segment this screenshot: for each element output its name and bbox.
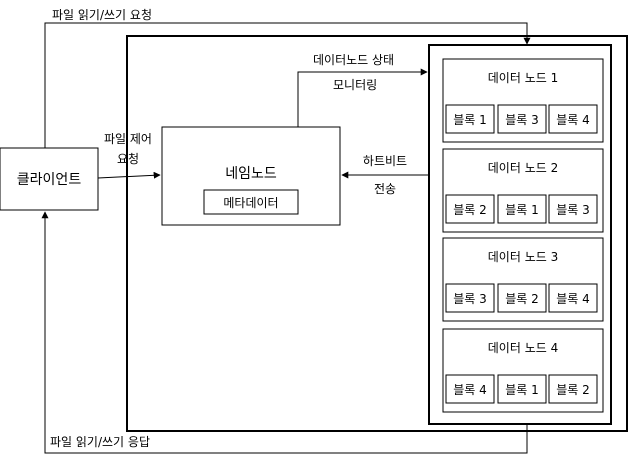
datanode-3-title: 데이터 노드 3 bbox=[488, 250, 558, 264]
datanode-4-block-1-box bbox=[445, 374, 495, 404]
datanode-4-title: 데이터 노드 4 bbox=[488, 341, 558, 355]
client-label: 클라이언트 bbox=[17, 172, 82, 188]
datanode-1-title: 데이터 노드 1 bbox=[488, 71, 558, 85]
datanode-4-block-3-label: 블록 2 bbox=[556, 383, 590, 397]
heartbeat-label-1: 하트비트 bbox=[363, 154, 407, 168]
rw-response-label: 파일 읽기/쓰기 응답 bbox=[50, 435, 150, 449]
datanode-1-block-3-label: 블록 4 bbox=[556, 113, 590, 127]
datanode-3-block-1-label: 블록 3 bbox=[453, 292, 487, 306]
datanode-4-block-1-label: 블록 4 bbox=[453, 383, 487, 397]
rw-request-line bbox=[44, 22, 531, 148]
control-request-line bbox=[97, 171, 161, 179]
datanode-3-block-3-box bbox=[548, 283, 598, 313]
datanode-1-block-2-label: 블록 3 bbox=[505, 113, 539, 127]
metadata-label: 메타데이터 bbox=[223, 196, 278, 210]
rw-request-label: 파일 읽기/쓰기 요청 bbox=[52, 8, 152, 22]
datanode-3-block-1-box bbox=[445, 283, 495, 313]
control-request-label-1: 파일 제어 bbox=[104, 132, 152, 146]
datanode-1-block-1-label: 블록 1 bbox=[453, 113, 487, 127]
control-request-label-2: 요청 bbox=[117, 152, 139, 166]
heartbeat-label-2: 전송 bbox=[374, 182, 396, 196]
datanode-3-block-3-label: 블록 4 bbox=[556, 292, 590, 306]
datanode-2-block-3-label: 블록 3 bbox=[556, 203, 590, 217]
datanode-2-title: 데이터 노드 2 bbox=[488, 161, 558, 175]
datanode-3-block-2-box bbox=[497, 283, 547, 313]
datanode-2-block-2-box bbox=[497, 194, 547, 224]
datanode-2-block-1-box bbox=[445, 194, 495, 224]
datanode-2-block-2-label: 블록 1 bbox=[505, 203, 539, 217]
monitoring-label-2: 모니터링 bbox=[333, 78, 377, 92]
datanode-1-block-1-box bbox=[445, 104, 495, 134]
rw-response-line bbox=[41, 211, 528, 454]
monitoring-line bbox=[297, 68, 428, 127]
datanode-3-block-2-label: 블록 2 bbox=[505, 292, 539, 306]
datanode-1-block-3-box bbox=[548, 104, 598, 134]
datanode-1-block-2-box bbox=[497, 104, 547, 134]
datanode-4-block-3-box bbox=[548, 374, 598, 404]
client-box bbox=[0, 147, 99, 211]
datanode-2-block-3-box bbox=[548, 194, 598, 224]
datanode-4-block-2-label: 블록 1 bbox=[505, 383, 539, 397]
datanode-4-block-2-box bbox=[497, 374, 547, 404]
datanode-group: 데이터 노드 1 블록 1 블록 3 블록 4 데이터 노드 2 블록 2 블록 1 블록 3… bbox=[442, 58, 604, 413]
datanode-2-block-1-label: 블록 2 bbox=[453, 203, 487, 217]
metadata-box bbox=[203, 189, 299, 215]
namenode-label: 네임노드 bbox=[225, 166, 277, 182]
monitoring-label-1: 데이터노드 상태 bbox=[313, 53, 394, 67]
